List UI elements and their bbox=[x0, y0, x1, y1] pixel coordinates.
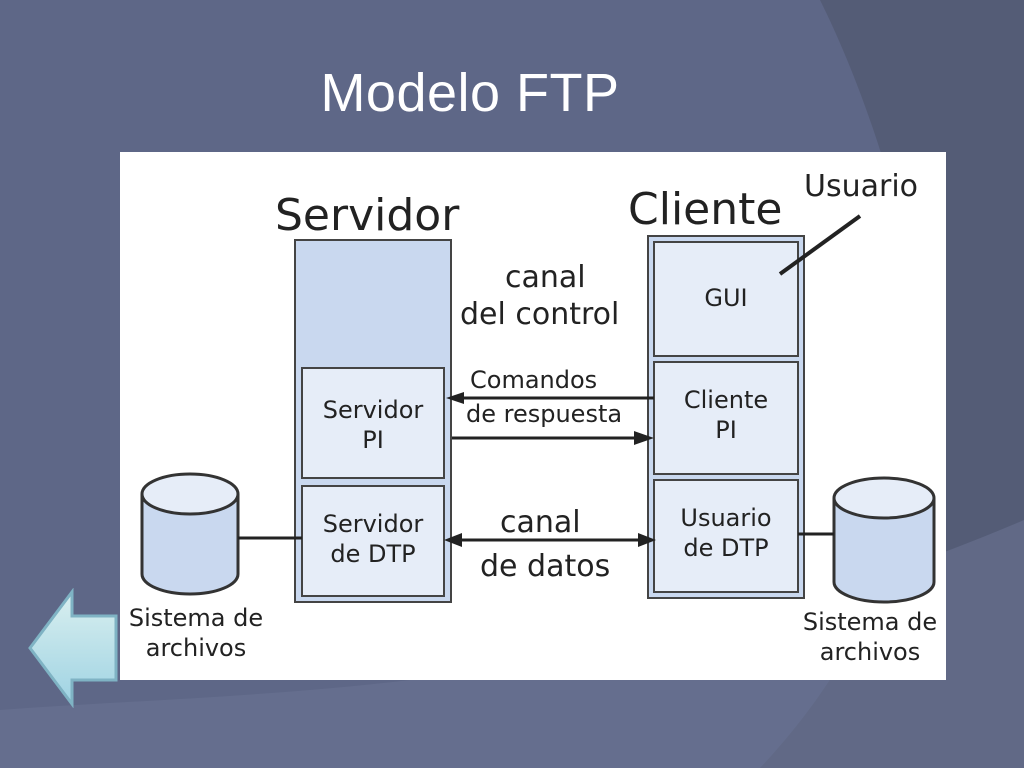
server-dtp-label2: de DTP bbox=[330, 540, 415, 568]
left-arrow-icon bbox=[28, 587, 118, 709]
user-dtp-label1: Usuario bbox=[680, 504, 771, 532]
filesystem-left-label1: Sistema de bbox=[129, 604, 263, 632]
client-stack bbox=[647, 235, 805, 599]
commands-line2: de respuesta bbox=[466, 400, 622, 428]
control-channel-line2: del control bbox=[460, 297, 619, 332]
user-dtp-box bbox=[653, 479, 799, 593]
ftp-diagram: Servidor Cliente Usuario canal del contr… bbox=[120, 152, 946, 680]
server-pi-label2: PI bbox=[362, 426, 384, 454]
user-label: Usuario bbox=[804, 169, 918, 204]
server-dtp-label1: Servidor bbox=[323, 510, 424, 538]
filesystem-left-icon bbox=[140, 472, 240, 596]
server-pi-label1: Servidor bbox=[323, 396, 424, 424]
filesystem-left-label2: archivos bbox=[146, 634, 247, 662]
user-dtp-label2: de DTP bbox=[683, 534, 768, 562]
commands-line1: Comandos bbox=[470, 366, 597, 394]
client-pi-box bbox=[653, 361, 799, 475]
filesystem-right-label2: archivos bbox=[820, 638, 921, 666]
slide-title: Modelo FTP bbox=[320, 63, 620, 123]
back-button[interactable] bbox=[26, 587, 118, 709]
filesystem-right-label1: Sistema de bbox=[803, 608, 937, 636]
server-dtp-box bbox=[301, 485, 445, 597]
data-channel-line2: de datos bbox=[480, 549, 610, 584]
client-title: Cliente bbox=[628, 184, 782, 235]
control-channel-line1: canal bbox=[505, 260, 586, 295]
server-pi-box bbox=[301, 367, 445, 479]
user-pointer-line bbox=[778, 214, 862, 276]
client-pi-label2: PI bbox=[715, 416, 737, 444]
client-gui-label: GUI bbox=[704, 284, 747, 312]
client-pi-label1: Cliente bbox=[684, 386, 768, 414]
server-stack bbox=[294, 239, 452, 603]
filesystem-right-icon bbox=[832, 476, 936, 604]
client-gui-box bbox=[653, 241, 799, 357]
server-title: Servidor bbox=[275, 190, 460, 241]
data-channel-line1: canal bbox=[500, 505, 581, 540]
